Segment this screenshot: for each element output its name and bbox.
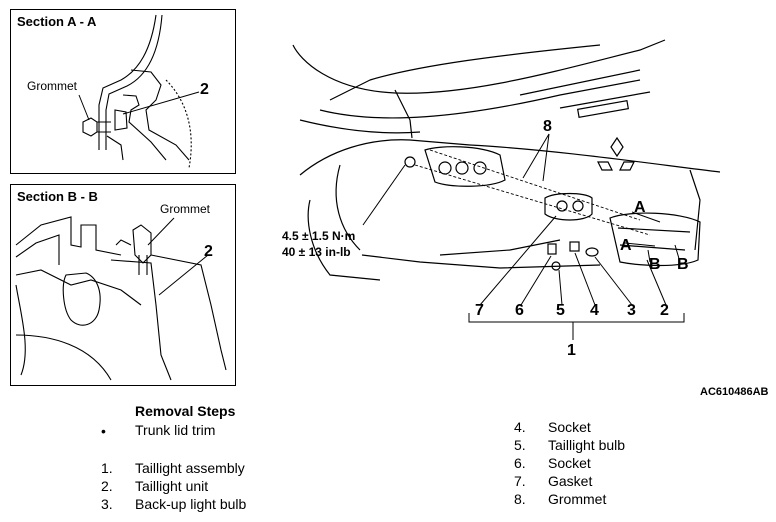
section-b-b-drawing	[15, 216, 227, 381]
section-a-callout-2: 2	[200, 81, 209, 98]
section-b-b-view: Section B - B Grommet 2	[10, 184, 236, 386]
callout-7: 7	[475, 302, 484, 319]
callout-6: 6	[515, 302, 524, 319]
removal-step: 4.Socket	[514, 419, 591, 435]
removal-step: 2.Taillight unit	[101, 478, 209, 494]
removal-step: 5.Taillight bulb	[514, 437, 626, 453]
section-marker-b-left: B	[649, 256, 661, 273]
callout-3: 3	[627, 302, 636, 319]
section-marker-a-bottom: A	[620, 237, 632, 254]
section-b-grommet-label: Grommet	[160, 202, 211, 216]
section-a-a-drawing	[78, 14, 200, 169]
callout-1: 1	[567, 342, 576, 359]
callout-2: 2	[660, 302, 669, 319]
removal-bullet-item: Trunk lid trim	[135, 422, 216, 438]
section-b-b-title: Section B - B	[17, 189, 98, 204]
removal-bullet: •	[101, 423, 106, 439]
section-marker-b-right: B	[677, 256, 689, 273]
section-a-a-view: Section A - A Grommet 2	[10, 9, 236, 174]
figure-code: AC610486AB	[700, 386, 769, 398]
callout-4: 4	[590, 302, 599, 319]
callout-8: 8	[543, 118, 552, 135]
removal-step: 6.Socket	[514, 455, 591, 471]
removal-step: 8.Grommet	[514, 491, 607, 507]
section-a-a-title: Section A - A	[17, 14, 97, 29]
removal-step: 1.Taillight assembly	[101, 460, 245, 476]
removal-step: 3.Back-up light bulb	[101, 496, 247, 512]
torque-spec-imperial: 40 ± 13 in-lb	[282, 245, 351, 259]
torque-spec-metric: 4.5 ± 1.5 N·m	[282, 229, 356, 243]
removal-step: 7.Gasket	[514, 473, 593, 489]
section-b-callout-2: 2	[204, 243, 213, 260]
section-marker-a-top: A	[634, 199, 646, 216]
section-a-grommet-label: Grommet	[27, 79, 78, 93]
removal-steps-title: Removal Steps	[135, 403, 236, 419]
torque-spec: 4.5 ± 1.5 N·m 40 ± 13 in-lb	[282, 228, 355, 260]
callout-5: 5	[556, 302, 565, 319]
